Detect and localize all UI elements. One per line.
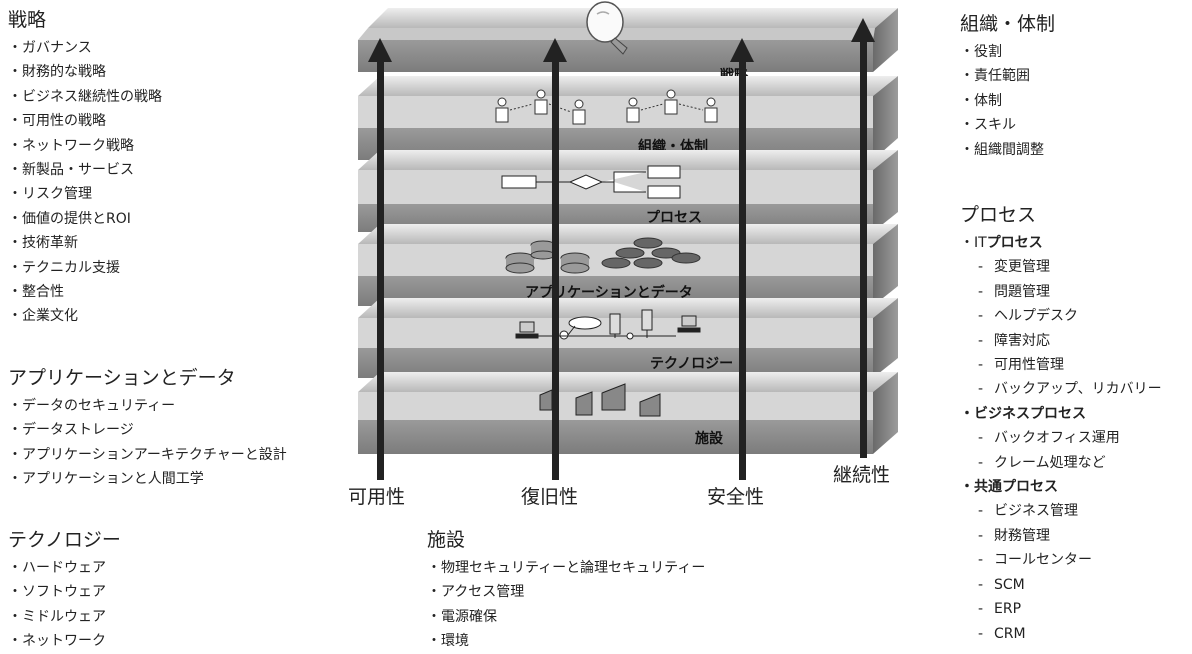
list-item: ・価値の提供とROI: [8, 210, 131, 227]
org-list: ・役割 ・責任範囲 ・体制 ・スキル ・組織間調整: [960, 40, 1055, 162]
list-item: ・アプリケーションアーキテクチャーと設計: [8, 446, 287, 463]
list-item: -バックオフィス運用: [978, 430, 1120, 447]
list-item: ・ビジネスプロセス: [960, 405, 1086, 422]
list-item: ・データのセキュリティー: [8, 398, 176, 414]
process-list: ・ITプロセス -変更管理 -問題管理 -ヘルプデスク -障害対応 -可用性管理…: [960, 231, 1162, 646]
axis-label-availability: 可用性: [348, 486, 406, 508]
facilities-section: 施設 ・物理セキュリティーと論理セキュリティー ・アクセス管理 ・電源確保 ・環…: [427, 528, 705, 654]
list-item: -変更管理: [978, 259, 1050, 276]
list-item: ・ミドルウェア: [8, 608, 106, 625]
list-item: -クレーム処理など: [978, 454, 1106, 471]
axis-label-security: 安全性: [707, 486, 765, 508]
list-item: -SCM: [978, 576, 1025, 593]
technology-section: テクノロジー ・ハードウェア ・ソフトウェア ・ミドルウェア ・ネットワーク: [8, 528, 121, 654]
layer-strategy: 戦略: [358, 8, 898, 84]
list-item: ・ビジネス継続性の戦略: [8, 88, 162, 105]
list-item: ・企業文化: [8, 308, 78, 325]
process-heading: プロセス: [960, 204, 1037, 226]
list-item: -コールセンター: [978, 552, 1092, 569]
list-item: ・リスク管理: [8, 186, 92, 203]
list-item: -CRM: [978, 625, 1026, 642]
list-item: ・ネットワーク: [8, 633, 106, 650]
list-item: ・組織間調整: [960, 141, 1044, 158]
strategy-list: ・ガバナンス ・財務的な戦略 ・ビジネス継続性の戦略 ・可用性の戦略 ・ネットワ…: [8, 36, 162, 329]
org-heading: 組織・体制: [960, 13, 1056, 35]
axis-label-recoverability: 復旧性: [521, 486, 579, 508]
list-item: -可用性管理: [978, 357, 1064, 374]
list-item: ・環境: [427, 633, 469, 650]
list-item: -問題管理: [978, 283, 1050, 300]
list-item: ・可用性の戦略: [8, 113, 106, 130]
layer-label-facilities: 施設: [695, 430, 724, 447]
list-item: ・共通プロセス: [960, 479, 1058, 496]
database-icon: [505, 237, 701, 274]
facilities-list: ・物理セキュリティーと論理セキュリティー ・アクセス管理 ・電源確保 ・環境: [427, 556, 705, 654]
list-item: ・ソフトウェア: [8, 584, 106, 601]
list-item: ・スキル: [960, 117, 1016, 134]
axis-label-continuity: 継続性: [833, 464, 891, 486]
list-item: ・責任範囲: [960, 68, 1030, 85]
arrow-security: [730, 38, 754, 480]
list-item: -バックアップ、リカバリー: [978, 381, 1162, 398]
list-item: ・整合性: [8, 284, 64, 301]
layer-label-technology: テクノロジー: [650, 356, 733, 372]
technology-list: ・ハードウェア ・ソフトウェア ・ミドルウェア ・ネットワーク: [8, 556, 121, 654]
axis-arrows: [368, 18, 875, 480]
network-icon: [515, 309, 701, 340]
list-item: ・役割: [960, 44, 1002, 60]
list-item: ・新製品・サービス: [8, 162, 134, 179]
list-item: ・体制: [960, 92, 1002, 109]
list-item: ・ハードウェア: [8, 560, 106, 576]
list-item: ・ネットワーク戦略: [8, 137, 134, 154]
facilities-heading: 施設: [427, 529, 466, 551]
list-item: ・ITプロセス: [960, 235, 1043, 251]
appdata-heading: アプリケーションとデータ: [8, 367, 236, 389]
list-item: ・技術革新: [8, 235, 78, 252]
arrow-recoverability: [543, 38, 567, 480]
flowchart-icon: [501, 165, 681, 199]
org-section: 組織・体制 ・役割 ・責任範囲 ・体制 ・スキル ・組織間調整: [960, 12, 1055, 162]
list-item: ・物理セキュリティーと論理セキュリティー: [427, 560, 706, 576]
list-item: -ビジネス管理: [978, 503, 1078, 520]
list-item: -ヘルプデスク: [978, 308, 1078, 325]
layer-facilities: 施設: [358, 372, 898, 454]
lightbulb-icon: [586, 1, 628, 55]
list-item: -障害対応: [978, 332, 1050, 349]
appdata-section: アプリケーションとデータ ・データのセキュリティー ・データストレージ ・アプリ…: [8, 366, 287, 492]
list-item: ・テクニカル支援: [8, 259, 120, 276]
list-item: -ERP: [978, 601, 1022, 618]
strategy-heading: 戦略: [8, 9, 47, 31]
layer-stack-diagram: 戦略 組織・体制 プロセス アプリケーションとデータ テクノロジー 施設: [358, 1, 898, 480]
list-item: ・ガバナンス: [8, 40, 92, 56]
list-item: -財務管理: [978, 527, 1050, 544]
layer-label-appdata: アプリケーションとデータ: [525, 284, 693, 301]
list-item: ・財務的な戦略: [8, 64, 106, 81]
list-item: ・電源確保: [427, 608, 497, 625]
arrow-availability: [368, 38, 392, 480]
people-icon: [495, 89, 718, 125]
list-item: ・アプリケーションと人間工学: [8, 471, 204, 488]
technology-heading: テクノロジー: [8, 529, 121, 551]
list-item: ・データストレージ: [8, 422, 134, 439]
arrow-continuity: [851, 18, 875, 458]
list-item: ・アクセス管理: [427, 584, 525, 601]
building-icon: [539, 383, 661, 417]
process-section: プロセス ・ITプロセス -変更管理 -問題管理 -ヘルプデスク -障害対応 -…: [960, 203, 1162, 646]
layer-label-process: プロセス: [646, 210, 702, 226]
strategy-section: 戦略 ・ガバナンス ・財務的な戦略 ・ビジネス継続性の戦略 ・可用性の戦略 ・ネ…: [8, 8, 162, 329]
appdata-list: ・データのセキュリティー ・データストレージ ・アプリケーションアーキテクチャー…: [8, 394, 287, 492]
